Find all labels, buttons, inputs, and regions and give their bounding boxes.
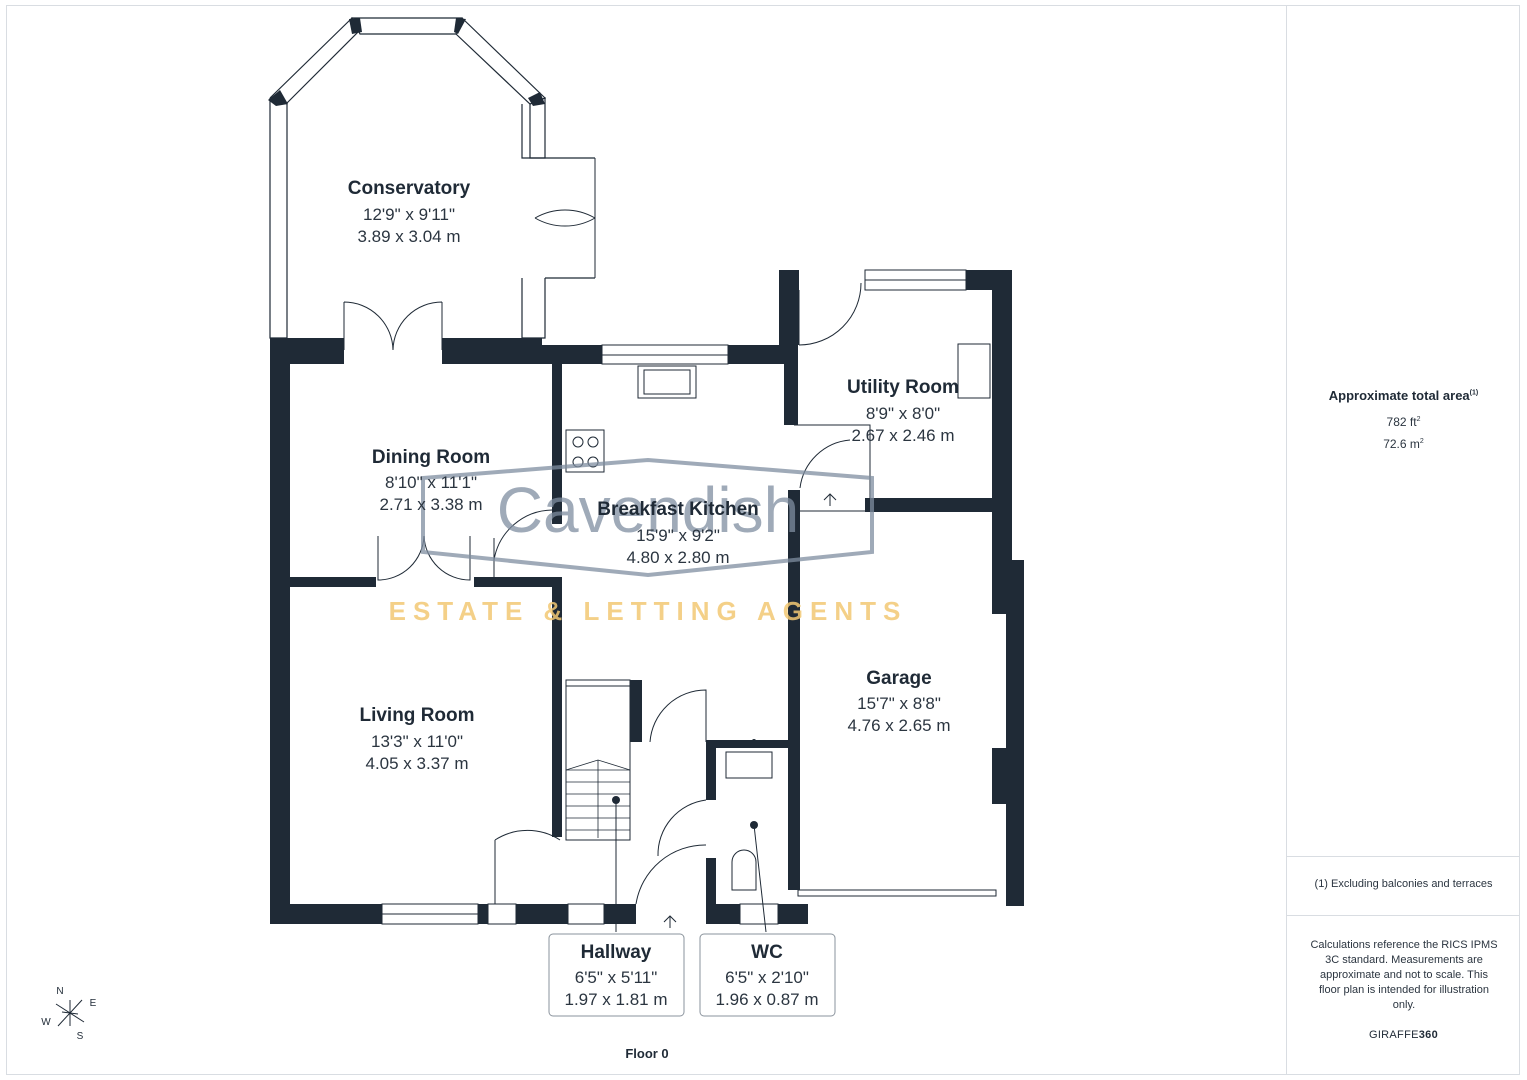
- room-label-hallway: Hallway 6'5" x 5'11" 1.97 x 1.81 m: [548, 933, 685, 1017]
- compass-south: S: [77, 1031, 84, 1042]
- total-area-title-text: Approximate total area: [1328, 388, 1470, 403]
- room-name: Hallway: [581, 942, 652, 963]
- staircase: [565, 759, 631, 838]
- room-dimensions-imperial: 6'5" x 5'11": [575, 968, 658, 987]
- floor-label: Floor 0: [625, 1046, 669, 1061]
- walls: [270, 270, 1024, 924]
- disclaimer-text: Calculations reference the RICS IPMS 3C …: [1310, 939, 1498, 1011]
- total-area-sqm-value: 72.6 m: [1383, 437, 1420, 451]
- room-name: Utility Room: [847, 377, 959, 398]
- room-label-garage: Garage 15'7" x 8'8" 4.76 x 2.65 m: [847, 668, 950, 735]
- room-dimensions-metric: 1.97 x 1.81 m: [564, 990, 667, 1009]
- room-name: WC: [751, 942, 783, 963]
- room-dimensions-metric: 4.05 x 3.37 m: [365, 754, 468, 773]
- watermark-brand: Cavendish: [497, 474, 799, 546]
- conservatory-posts: [268, 18, 545, 106]
- room-dimensions-imperial: 15'7" x 8'8": [857, 694, 941, 713]
- windows: [381, 269, 997, 925]
- room-label-dining: Dining Room 8'10" x 11'1" 2.71 x 3.38 m: [372, 447, 490, 514]
- room-dimensions-imperial: 8'10" x 11'1": [385, 473, 477, 492]
- room-dimensions-imperial: 12'9" x 9'11": [363, 205, 455, 224]
- room-name: Garage: [866, 668, 931, 689]
- squared-mark: 2: [1419, 438, 1424, 445]
- watermark: Cavendish ESTATE & LETTING AGENTS: [389, 457, 908, 626]
- side-panel-rule: [1287, 915, 1520, 916]
- room-name: Dining Room: [372, 447, 490, 468]
- room-dimensions-imperial: 13'3" x 11'0": [371, 732, 463, 751]
- side-panel-rule: [1287, 856, 1520, 857]
- room-dimensions-imperial: 8'9" x 8'0": [866, 404, 940, 423]
- compass-icon: N E S W: [41, 986, 96, 1042]
- room-dimensions-metric: 2.71 x 3.38 m: [379, 495, 482, 514]
- room-dimensions-metric: 4.76 x 2.65 m: [847, 716, 950, 735]
- compass-west: W: [41, 1017, 51, 1028]
- room-dimensions-metric: 1.96 x 0.87 m: [715, 990, 818, 1009]
- room-dimensions-imperial: 6'5" x 2'10": [725, 968, 809, 987]
- total-area-sqm: 72.6 m2: [1288, 437, 1519, 451]
- squared-mark: 2: [1416, 416, 1421, 423]
- room-name: Breakfast Kitchen: [597, 499, 759, 520]
- side-panel-divider: [1286, 5, 1287, 1075]
- giraffe360-logo: GIRAFFE360: [1288, 1029, 1519, 1041]
- internal-doors: [377, 282, 871, 905]
- pointer-lines: [615, 493, 837, 933]
- room-name: Living Room: [359, 705, 474, 726]
- room-dimensions-metric: 4.80 x 2.80 m: [626, 548, 729, 567]
- area-footnote: (1) Excluding balconies and terraces: [1314, 878, 1493, 890]
- total-area-sqft: 782 ft2: [1288, 415, 1519, 429]
- room-label-kitchen: Breakfast Kitchen 15'9" x 9'2" 4.80 x 2.…: [597, 499, 759, 567]
- room-label-living: Living Room 13'3" x 11'0" 4.05 x 3.37 m: [359, 705, 474, 773]
- brand-prefix: GIRAFFE: [1368, 1029, 1419, 1041]
- room-label-wc: WC 6'5" x 2'10" 1.96 x 0.87 m: [699, 933, 836, 1017]
- room-dimensions-metric: 2.67 x 2.46 m: [851, 426, 954, 445]
- compass-east: E: [90, 998, 97, 1009]
- footnote-mark: (1): [1469, 389, 1479, 397]
- watermark-tagline: ESTATE & LETTING AGENTS: [389, 596, 908, 626]
- room-dimensions-metric: 3.89 x 3.04 m: [357, 227, 460, 246]
- room-label-conservatory: Conservatory 12'9" x 9'11" 3.89 x 3.04 m: [348, 178, 471, 246]
- page-frame: [6, 5, 1520, 1075]
- total-area-title: Approximate total area(1): [1288, 388, 1519, 403]
- floor-plan: Cavendish ESTATE & LETTING AGENTS Conser…: [41, 17, 1024, 1042]
- total-area-sqft-value: 782 ft: [1386, 415, 1417, 429]
- brand-suffix: 360: [1418, 1029, 1439, 1041]
- room-name: Conservatory: [348, 178, 471, 199]
- compass-north: N: [56, 986, 63, 997]
- fixtures: [565, 343, 991, 891]
- room-label-utility: Utility Room 8'9" x 8'0" 2.67 x 2.46 m: [847, 377, 959, 445]
- room-dimensions-imperial: 15'9" x 9'2": [636, 526, 720, 545]
